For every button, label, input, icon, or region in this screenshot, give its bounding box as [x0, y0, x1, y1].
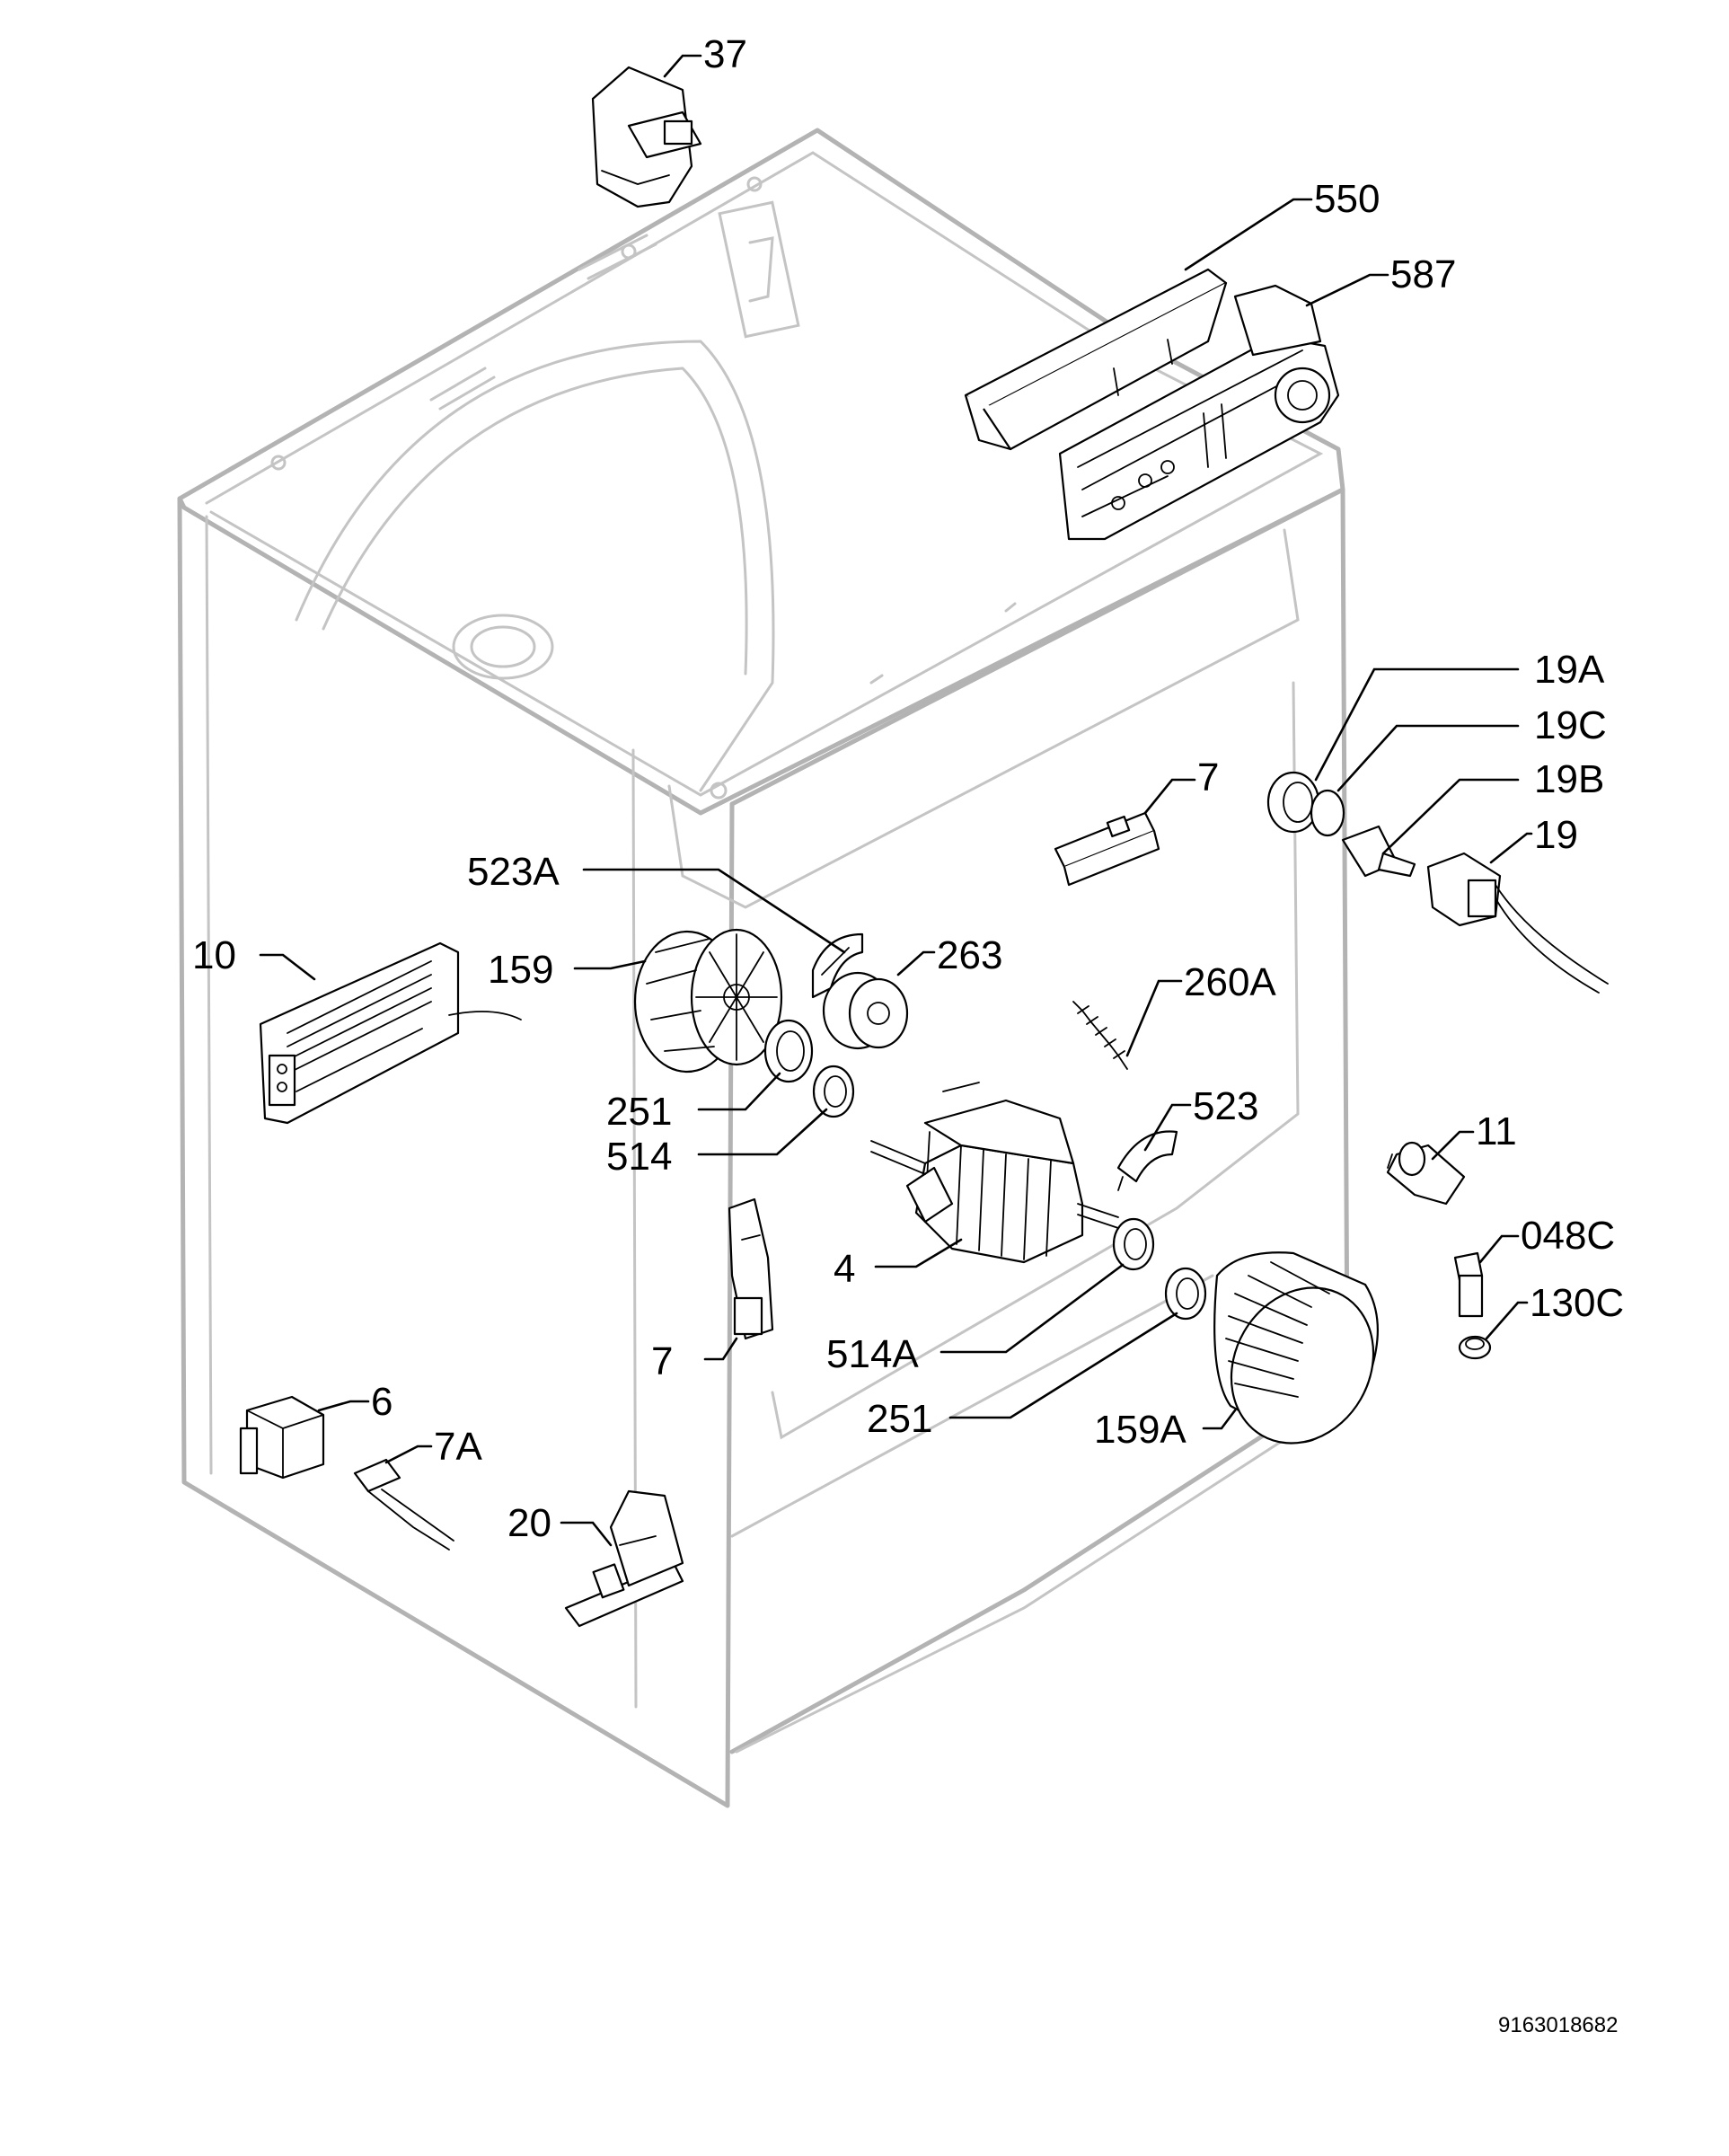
part-10-heater: [259, 941, 522, 1125]
label-7A: 7A: [434, 1425, 482, 1469]
part-523-bearing-bracket: [1116, 1130, 1178, 1191]
leader-lines: [259, 54, 1533, 1547]
part-263-pulley: [822, 971, 909, 1050]
label-251-lower: 251: [867, 1397, 932, 1441]
label-19C: 19C: [1534, 703, 1607, 747]
part-37-door-lock: [591, 66, 702, 208]
label-263: 263: [937, 933, 1002, 977]
label-19A: 19A: [1534, 648, 1605, 692]
part-550-cover: [964, 268, 1228, 451]
part-048C-screw: [1453, 1251, 1484, 1318]
part-6-filter: [239, 1395, 325, 1480]
part-7A-microswitch: [353, 1458, 454, 1551]
part-20-door-catch: [564, 1489, 684, 1628]
label-6: 6: [371, 1380, 393, 1424]
part-19C-ring: [1310, 789, 1345, 837]
label-7-upper: 7: [1197, 755, 1219, 800]
label-37: 37: [703, 32, 747, 76]
label-4: 4: [834, 1247, 855, 1291]
label-19: 19: [1534, 813, 1578, 857]
part-7-switch-lower: [728, 1197, 774, 1340]
part-130C-cap: [1458, 1335, 1492, 1360]
part-7-switch-upper: [1054, 811, 1160, 887]
part-260A-spring: [1072, 1001, 1128, 1070]
part-159A-fan: [1213, 1251, 1379, 1445]
part-251-ring-upper: [763, 1019, 814, 1083]
label-587: 587: [1390, 252, 1456, 296]
part-251-ring-lower: [1164, 1267, 1207, 1321]
part-4-motor: [870, 1082, 1119, 1264]
label-11: 11: [1476, 1109, 1517, 1153]
part-labels: 37 550 587 19A 19C 19B 19 7 523A 10 159 …: [192, 32, 1624, 1545]
part-19A-nut: [1266, 771, 1320, 834]
part-514-ring: [812, 1065, 855, 1118]
part-514A-ring: [1112, 1217, 1155, 1271]
label-10: 10: [192, 933, 236, 977]
label-159: 159: [488, 948, 553, 992]
part-159-drum-wheel: [633, 928, 783, 1074]
label-048C: 048C: [1521, 1214, 1615, 1258]
label-20: 20: [507, 1501, 551, 1545]
label-523: 523: [1193, 1084, 1258, 1128]
label-514A: 514A: [826, 1332, 919, 1376]
part-587-control-board: [1058, 284, 1340, 541]
label-19B: 19B: [1534, 757, 1604, 801]
label-514: 514: [606, 1135, 672, 1179]
label-260A: 260A: [1184, 960, 1276, 1004]
label-159A: 159A: [1094, 1408, 1186, 1452]
part-11-capacitor: [1386, 1141, 1466, 1206]
document-number: 9163018682: [1498, 2013, 1618, 2037]
part-19B-bushing: [1341, 825, 1416, 878]
part-19-thermostat: [1426, 852, 1609, 994]
label-130C: 130C: [1530, 1281, 1624, 1325]
label-550: 550: [1314, 177, 1380, 221]
label-251-upper: 251: [606, 1090, 672, 1134]
label-523A: 523A: [467, 850, 560, 894]
label-7-lower: 7: [651, 1339, 673, 1383]
